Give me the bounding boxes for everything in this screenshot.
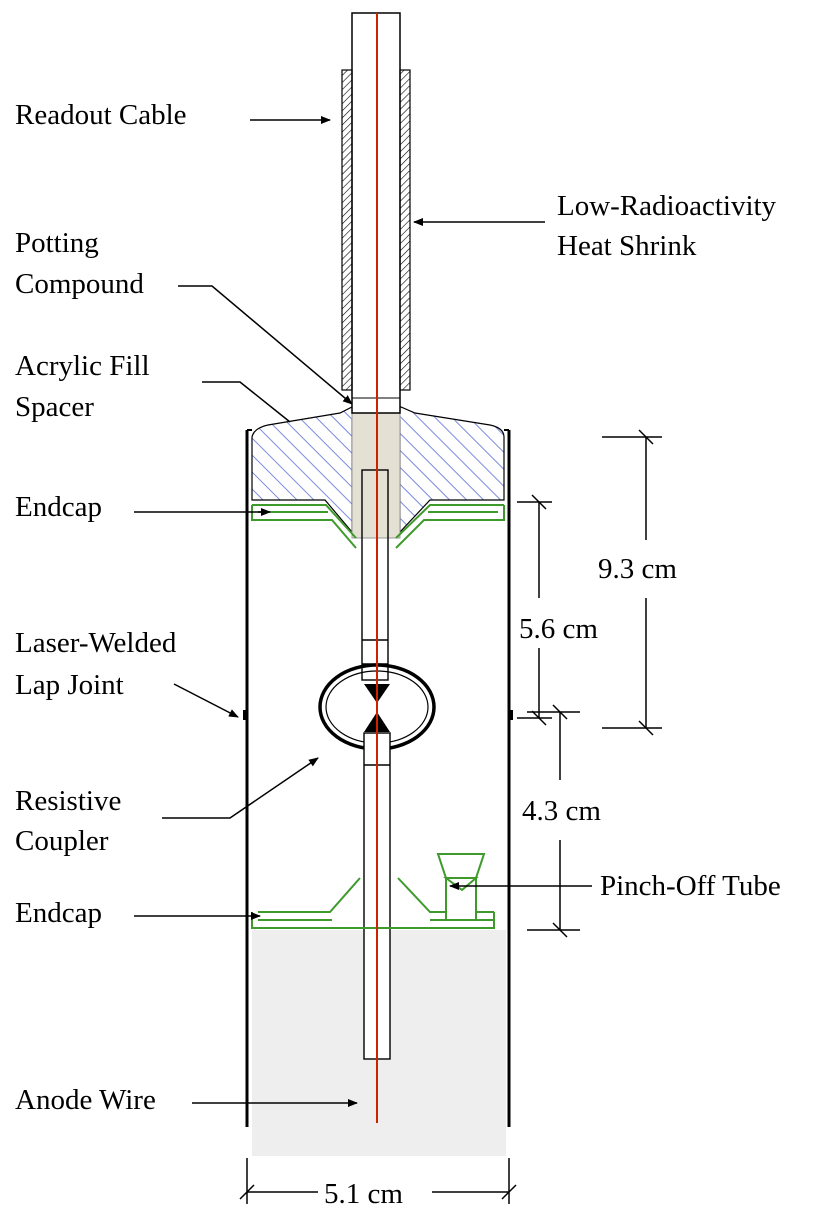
label-heat-shrink-line1: Low-Radioactivity: [557, 190, 777, 222]
leader-coupler: [162, 757, 319, 819]
label-potting-line1: Potting: [15, 227, 99, 259]
dim-total-height: 9.3 cm: [598, 553, 677, 585]
label-heat-shrink-line2: Heat Shrink: [557, 230, 697, 262]
label-anode-wire: Anode Wire: [15, 1084, 156, 1116]
lower-endcap: [251, 877, 495, 929]
pinch-off-tube: [436, 853, 486, 921]
dimension-lines: [239, 429, 662, 1204]
label-pinch-off: Pinch-Off Tube: [600, 870, 781, 902]
label-readout-cable: Readout Cable: [15, 99, 187, 131]
lap-joint-left: [243, 710, 247, 720]
leader-lines: [134, 116, 592, 1107]
label-endcap-top: Endcap: [15, 491, 102, 523]
label-endcap-bottom: Endcap: [15, 897, 102, 929]
label-resistive-line2: Coupler: [15, 825, 109, 857]
dim-width: 5.1 cm: [324, 1178, 403, 1210]
label-laser-line2: Lap Joint: [15, 669, 124, 701]
label-resistive-line1: Resistive: [15, 785, 121, 817]
leader-acrylic: [202, 381, 291, 423]
dim-lower-height: 4.3 cm: [522, 795, 601, 827]
label-acrylic-line1: Acrylic Fill: [15, 350, 150, 382]
label-acrylic-line2: Spacer: [15, 391, 94, 423]
heat-shrink: [341, 69, 411, 391]
leader-potting: [178, 285, 353, 405]
dim-upper-height: 5.6 cm: [519, 613, 598, 645]
label-laser-line1: Laser-Welded: [15, 627, 177, 659]
lap-joint-right: [509, 710, 513, 720]
leader-lap-joint: [173, 683, 239, 718]
label-potting-line2: Compound: [15, 268, 144, 300]
